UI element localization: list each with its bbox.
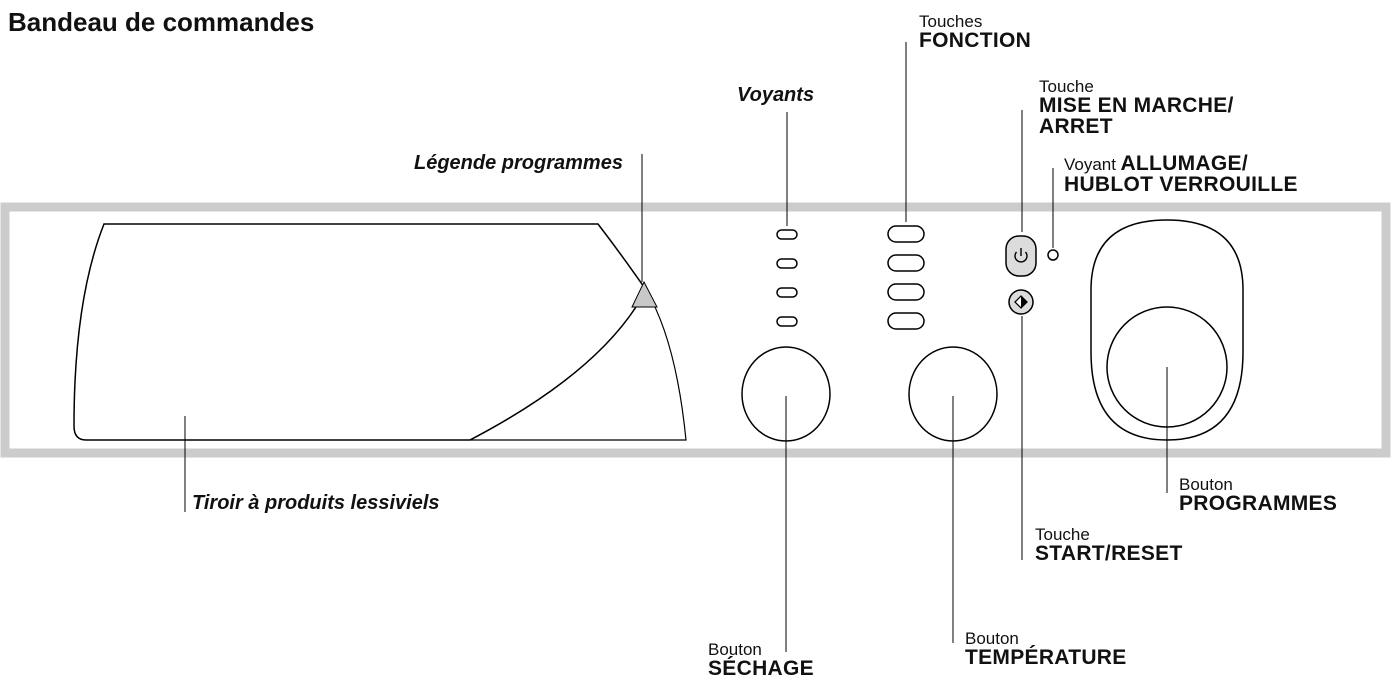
label-program-legend: Légende programmes (414, 152, 623, 174)
label-drying-knob-big: SÉCHAGE (708, 657, 814, 680)
page-title: Bandeau de commandes (8, 7, 315, 37)
label-power-button-small: Touche (1039, 77, 1094, 96)
panel-frame (0, 202, 1391, 458)
label-start-reset-small: Touche (1035, 525, 1090, 544)
label-door-lock-light-big2: HUBLOT VERROUILLE (1064, 173, 1298, 196)
label-power-button: Touche MISE EN MARCHE/ ARRET (1039, 78, 1234, 137)
label-programme-knob: Bouton PROGRAMMES (1179, 476, 1337, 514)
function-button-2[interactable] (887, 254, 925, 272)
label-indicator-lights: Voyants (737, 84, 815, 106)
label-function-buttons: Touches FONCTION (919, 13, 1031, 51)
function-button-4[interactable] (887, 312, 925, 330)
label-power-button-big1: MISE EN MARCHE/ (1039, 94, 1234, 117)
label-door-lock-light: Voyant ALLUMAGE/ HUBLOT VERROUILLE (1064, 153, 1298, 195)
label-door-lock-light-big1: ALLUMAGE/ (1120, 152, 1248, 175)
label-function-buttons-small: Touches (919, 12, 983, 31)
label-temperature-knob-big: TEMPÉRATURE (965, 646, 1127, 669)
power-icon (1014, 248, 1028, 263)
label-start-reset: Touche START/RESET (1035, 526, 1183, 564)
function-button-3[interactable] (887, 283, 925, 301)
label-drying-knob-small: Bouton (708, 640, 762, 659)
indicator-light-2 (776, 258, 798, 269)
label-temperature-knob-small: Bouton (965, 629, 1019, 648)
label-detergent-drawer: Tiroir à produits lessiviels (192, 492, 440, 514)
indicator-light-1 (776, 229, 798, 240)
leader-lines (184, 42, 1168, 652)
label-programme-knob-big: PROGRAMMES (1179, 492, 1338, 515)
indicator-light-3 (776, 287, 798, 298)
label-temperature-knob: Bouton TEMPÉRATURE (965, 630, 1127, 668)
label-door-lock-light-small: Voyant (1064, 155, 1116, 174)
function-button-1[interactable] (887, 225, 925, 243)
label-start-reset-big: START/RESET (1035, 542, 1183, 565)
door-lock-light (1047, 249, 1059, 261)
label-programme-knob-small: Bouton (1179, 475, 1233, 494)
detergent-drawer (73, 223, 647, 441)
label-power-button-big2: ARRET (1039, 115, 1113, 138)
start-reset-icon (1014, 295, 1028, 309)
label-drying-knob: Bouton SÉCHAGE (708, 641, 814, 679)
indicator-light-4 (776, 316, 798, 327)
label-function-buttons-big: FONCTION (919, 29, 1032, 52)
